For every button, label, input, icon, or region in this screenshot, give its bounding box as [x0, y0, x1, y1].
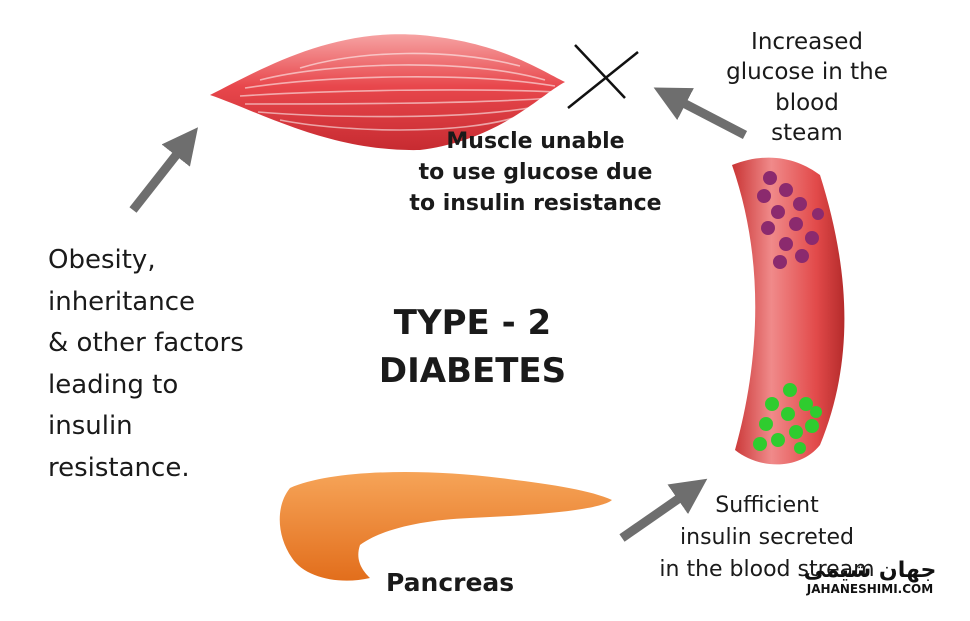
pancreas-illustration [279, 472, 612, 581]
watermark: جهان شیمی JAHANESHIMI.COM [790, 560, 950, 598]
insulin-label: Sufficient insulin secreted in the blood… [659, 493, 875, 582]
insulin-cells [753, 383, 822, 454]
cycle-arrows [129, 87, 748, 542]
arrow-to-vessel [619, 478, 708, 542]
glucose-label: Increased glucose in the blood steam [726, 29, 888, 147]
obesity-label: Obesity, inheritance & other factors lea… [48, 245, 244, 483]
arrow-to-x [653, 87, 748, 139]
watermark-arabic: جهان شیمی [803, 558, 937, 583]
pancreas-label: Pancreas [386, 568, 515, 597]
watermark-site: JAHANESHIMI.COM [790, 582, 950, 598]
muscle-illustration [210, 34, 565, 151]
glucose-cells [757, 171, 824, 269]
arrow-to-muscle [129, 127, 199, 213]
blood-vessel-illustration [732, 157, 845, 465]
diagram-title: TYPE - 2 DIABETES [378, 303, 567, 391]
muscle-label: Muscle unable to use glucose due to insu… [409, 129, 662, 217]
x-mark-icon [567, 44, 639, 109]
